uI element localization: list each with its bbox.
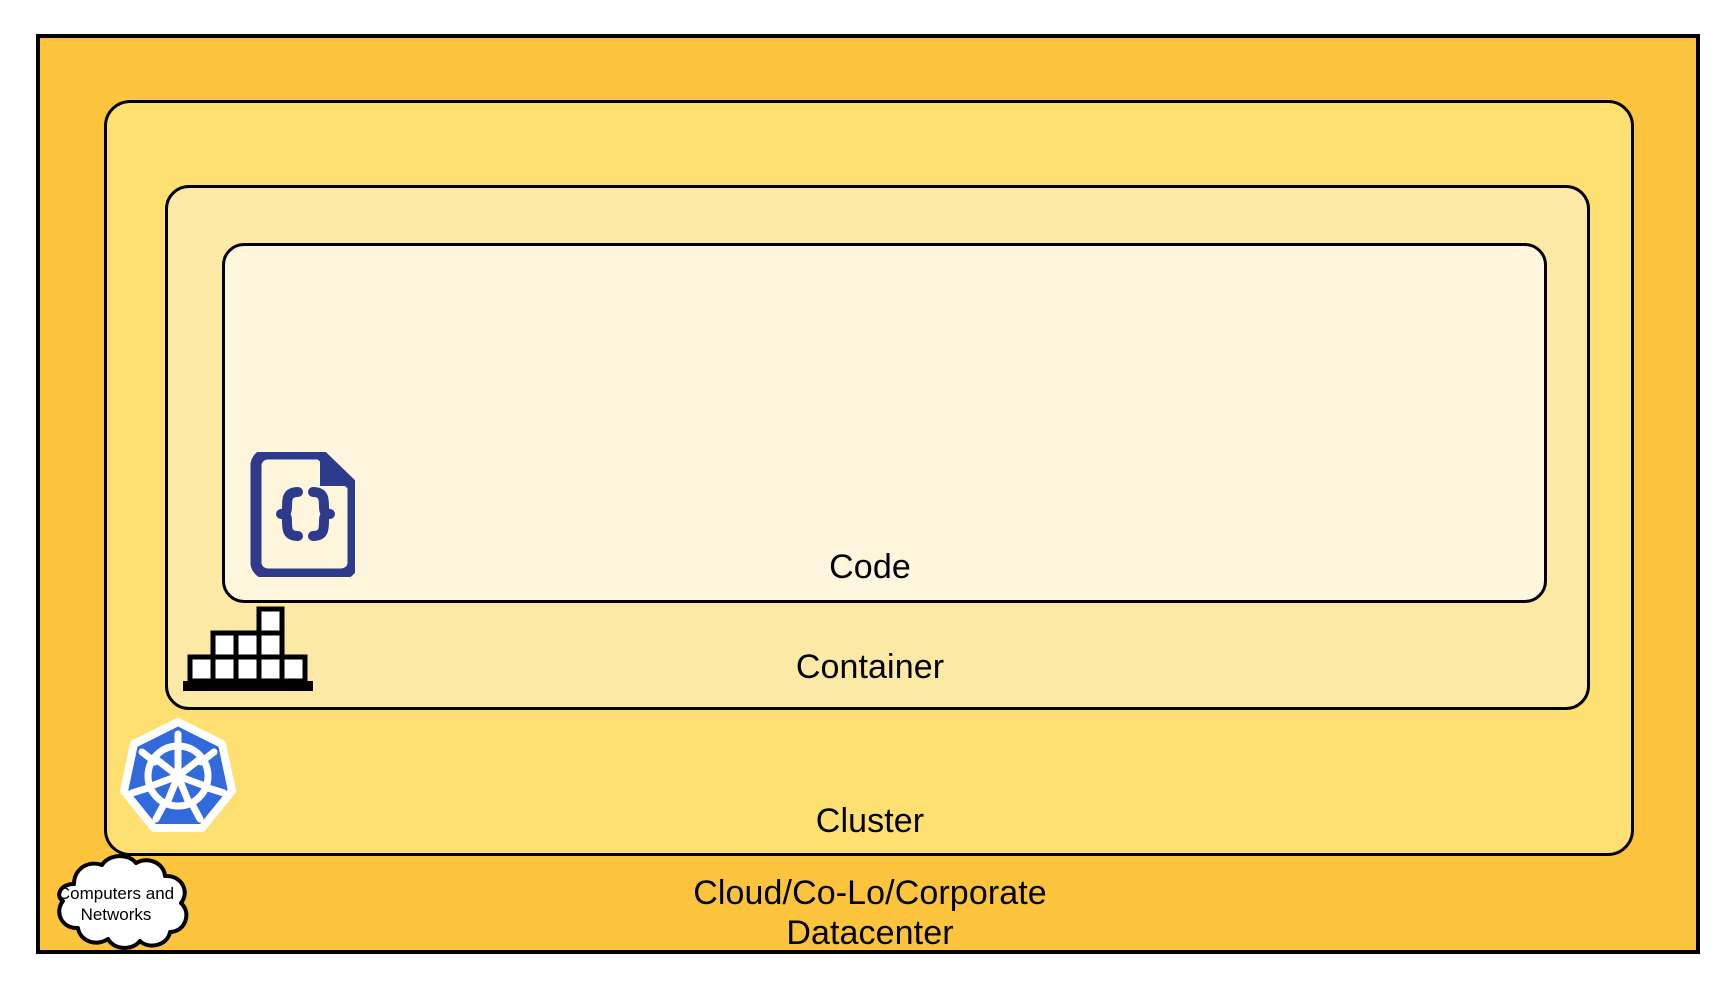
computers-and-networks-cloud: Computers and Networks — [36, 852, 196, 954]
code-file-icon — [250, 452, 355, 577]
container-stack-icon — [183, 606, 313, 691]
layer-code — [222, 243, 1547, 603]
kubernetes-logo-icon — [120, 718, 236, 832]
layer-label-code: Code — [829, 548, 911, 586]
layer-label-container: Container — [795, 648, 945, 686]
layer-label-cluster: Cluster — [815, 802, 925, 840]
cloud-shape-icon — [57, 854, 189, 950]
layer-label-datacenter: Cloud/Co-Lo/Corporate Datacenter — [693, 874, 1047, 952]
